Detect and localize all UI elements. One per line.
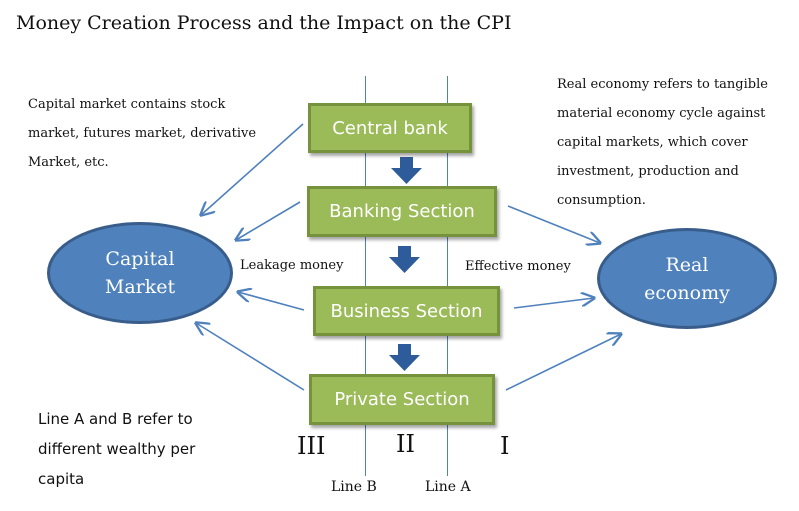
capital-market-note: Capital market contains stock market, fu… xyxy=(28,97,257,170)
arrow-business-to-capital xyxy=(238,292,305,311)
arrow-private-to-capital xyxy=(196,323,305,391)
lines-note: Line A and B refer to different wealthy … xyxy=(38,410,196,488)
arrow-business-to-real xyxy=(513,298,594,309)
real-economy-label-1: Real xyxy=(665,253,709,276)
real-economy-label-2: economy xyxy=(644,281,730,304)
region-i-label: I xyxy=(500,432,510,460)
private-section-label: Private Section xyxy=(334,389,470,410)
capital-market-ellipse: Capital Market xyxy=(47,222,233,324)
arrow-banking-to-capital xyxy=(236,201,301,240)
banking-section-box: Banking Section xyxy=(307,186,497,237)
down-arrow-1 xyxy=(391,157,422,184)
arrow-banking-to-real xyxy=(507,205,600,243)
line-b xyxy=(365,76,366,476)
real-economy-ellipse: Real economy xyxy=(597,228,777,329)
business-section-label: Business Section xyxy=(330,300,483,322)
region-iii-label: III xyxy=(297,432,326,460)
private-section-box: Private Section xyxy=(309,374,495,425)
capital-market-label-1: Capital xyxy=(105,248,175,270)
arrow-central-to-capital xyxy=(201,123,304,215)
capital-market-label-2: Market xyxy=(104,276,176,298)
down-arrow-3 xyxy=(389,344,420,371)
arrow-private-to-real xyxy=(505,334,621,391)
banking-section-label: Banking Section xyxy=(329,201,475,222)
central-bank-box: Central bank xyxy=(308,103,472,153)
region-ii-label: II xyxy=(396,430,415,458)
central-bank-label: Central bank xyxy=(332,117,448,139)
effective-money-label: Effective money xyxy=(465,259,571,274)
real-economy-note: Real economy refers to tangible material… xyxy=(557,77,768,208)
business-section-box: Business Section xyxy=(313,286,500,336)
down-arrow-2 xyxy=(389,246,420,273)
line-a xyxy=(447,76,448,476)
line-a-label: Line A xyxy=(425,479,471,495)
diagram-title: Money Creation Process and the Impact on… xyxy=(16,12,512,34)
leakage-money-label: Leakage money xyxy=(240,258,344,273)
line-b-label: Line B xyxy=(331,479,377,495)
